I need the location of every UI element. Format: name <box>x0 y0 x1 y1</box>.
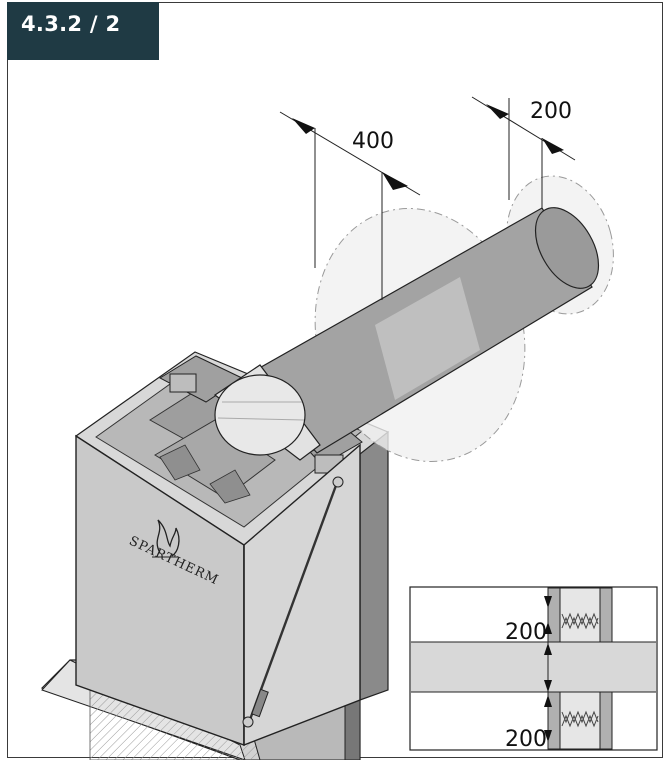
detail-bottom-label: 200 <box>505 727 547 752</box>
wall-detail-inset: 200 200 <box>409 586 658 752</box>
dimension-400-label: 400 <box>352 129 394 154</box>
dimension-400: 400 <box>279 111 421 300</box>
appliance-front <box>75 434 361 747</box>
section-label: 4.3.2 / 2 <box>7 2 159 60</box>
flame-logo-icon <box>152 519 180 558</box>
detail-top-label: 200 <box>505 620 547 645</box>
dimension-200-label: 200 <box>530 99 572 124</box>
dimension-200: 200 <box>471 96 576 208</box>
dimension-arrow-icon <box>292 118 315 134</box>
flue-pipe <box>213 207 600 461</box>
insulation-zigzag-icon <box>561 612 599 630</box>
